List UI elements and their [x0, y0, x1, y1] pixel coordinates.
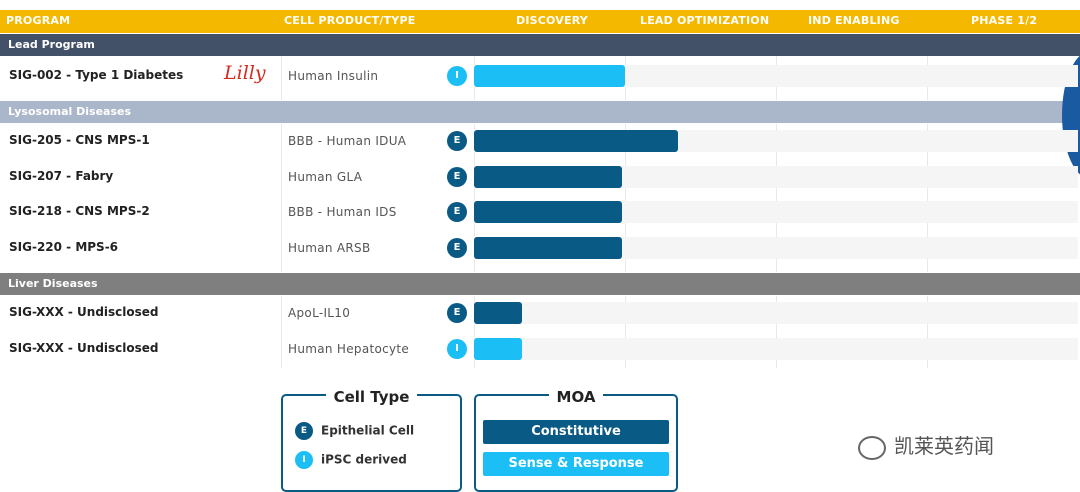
epithelial-badge-icon: E	[295, 422, 313, 440]
progress-track	[474, 166, 1078, 188]
watermark: 凯莱英药闻	[858, 430, 994, 460]
progress-track	[474, 201, 1078, 223]
progress-bar	[474, 338, 522, 360]
program-name: SIG-XXX - Undisclosed	[9, 341, 159, 355]
progress-track	[474, 338, 1078, 360]
progress-bar	[474, 237, 622, 259]
grid-divider	[625, 296, 626, 368]
section-lysosomal-diseases: Lysosomal Diseases	[0, 101, 1080, 123]
moa-constitutive: Constitutive	[483, 420, 669, 444]
cell-product: Human Hepatocyte	[288, 342, 410, 356]
grid-divider	[281, 296, 282, 368]
section-lead-label: Lead Program	[8, 38, 95, 51]
grid-divider	[625, 124, 626, 272]
epithelial-badge-icon: E	[447, 238, 467, 258]
pipeline-header: PROGRAM CELL PRODUCT/TYPE DISCOVERY LEAD…	[0, 10, 1080, 33]
legend-epithelial: E Epithelial Cell	[295, 422, 414, 440]
header-program: PROGRAM	[6, 14, 71, 27]
moa-sense-response: Sense & Response	[483, 452, 669, 476]
ipsc-badge-icon: I	[447, 66, 467, 86]
grid-divider	[281, 56, 282, 100]
header-phase-1-2: PHASE 1/2	[971, 14, 1038, 27]
progress-track	[474, 237, 1078, 259]
epithelial-badge-icon: E	[447, 202, 467, 222]
header-ind-enabling: IND ENABLING	[808, 14, 900, 27]
cell-product: Human ARSB	[288, 241, 371, 255]
header-lead-optimization: LEAD OPTIMIZATION	[640, 14, 770, 27]
section-lyso-label: Lysosomal Diseases	[8, 105, 132, 118]
cell-product: Human Insulin	[288, 69, 379, 83]
program-name: SIG-218 - CNS MPS-2	[9, 204, 150, 218]
header-discovery: DISCOVERY	[516, 14, 588, 27]
section-liver-label: Liver Diseases	[8, 277, 98, 290]
moa-legend-title: MOA	[548, 388, 604, 406]
cell-product: BBB - Human IDS	[288, 205, 397, 219]
epithelial-badge-icon: E	[447, 167, 467, 187]
grid-divider	[776, 124, 777, 272]
watermark-text: 凯莱英药闻	[894, 434, 994, 458]
program-name: SIG-220 - MPS-6	[9, 240, 119, 254]
section-lead-program: Lead Program	[0, 34, 1080, 56]
grid-divider	[927, 296, 928, 368]
cell-product: BBB - Human IDUA	[288, 134, 407, 148]
grid-divider	[281, 124, 282, 272]
legend-epithelial-label: Epithelial Cell	[321, 423, 415, 438]
moa-legend: MOA Constitutive Sense & Response	[474, 388, 678, 492]
grid-divider	[474, 124, 475, 272]
grid-divider	[474, 296, 475, 368]
progress-bar	[474, 166, 622, 188]
progress-bar	[474, 65, 625, 87]
progress-track	[474, 302, 1078, 324]
program-name: SIG-207 - Fabry	[9, 169, 114, 183]
cell-product: Human GLA	[288, 170, 363, 184]
ipsc-badge-icon: I	[447, 339, 467, 359]
section-liver-diseases: Liver Diseases	[0, 273, 1080, 295]
legend-ipsc-label: iPSC derived	[321, 452, 407, 467]
grid-divider	[776, 296, 777, 368]
header-cell-type: CELL PRODUCT/TYPE	[284, 14, 416, 27]
cell-product: ApoL-IL10	[288, 306, 351, 320]
grid-divider	[927, 124, 928, 272]
progress-track	[474, 65, 1078, 87]
wechat-icon	[858, 435, 886, 460]
progress-bar	[474, 201, 622, 223]
progress-bar	[474, 130, 678, 152]
epithelial-badge-icon: E	[447, 131, 467, 151]
progress-bar	[474, 302, 522, 324]
epithelial-badge-icon: E	[447, 303, 467, 323]
program-name: SIG-002 - Type 1 Diabetes	[9, 68, 184, 82]
ipsc-badge-icon: I	[295, 451, 313, 469]
cell-type-legend-title: Cell Type	[325, 388, 418, 406]
lilly-logo: Lilly	[224, 62, 266, 84]
program-name: SIG-205 - CNS MPS-1	[9, 133, 150, 147]
program-name: SIG-XXX - Undisclosed	[9, 305, 159, 319]
